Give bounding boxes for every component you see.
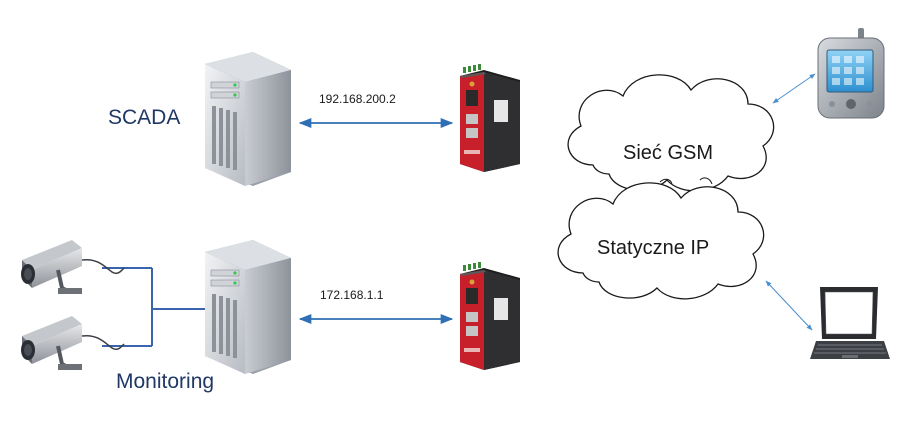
cloud-icon (567, 74, 775, 192)
link-cloud-phone (772, 73, 816, 104)
link-cloud-laptop (765, 280, 813, 331)
laptop-icon (810, 287, 890, 359)
ip-label-monitoring: 172.168.1.1 (320, 288, 384, 302)
camera-cabling (102, 267, 205, 347)
cloud-gsm-label: Sieć GSM (623, 142, 714, 164)
ip-label-scada: 192.168.200.2 (319, 92, 396, 106)
cctv-camera-icon (19, 238, 125, 296)
server-tower-icon (204, 239, 292, 375)
cloud-static-ip-label: Statyczne IP (597, 237, 710, 259)
monitoring-label: Monitoring (116, 370, 215, 393)
cctv-camera-icon (19, 314, 125, 372)
industrial-router-icon (460, 262, 520, 370)
industrial-router-icon (460, 64, 520, 172)
cloud-overlap-detail (659, 177, 713, 185)
scada-label: SCADA (108, 106, 181, 129)
pda-phone-icon (817, 28, 885, 119)
server-tower-icon (204, 51, 292, 187)
